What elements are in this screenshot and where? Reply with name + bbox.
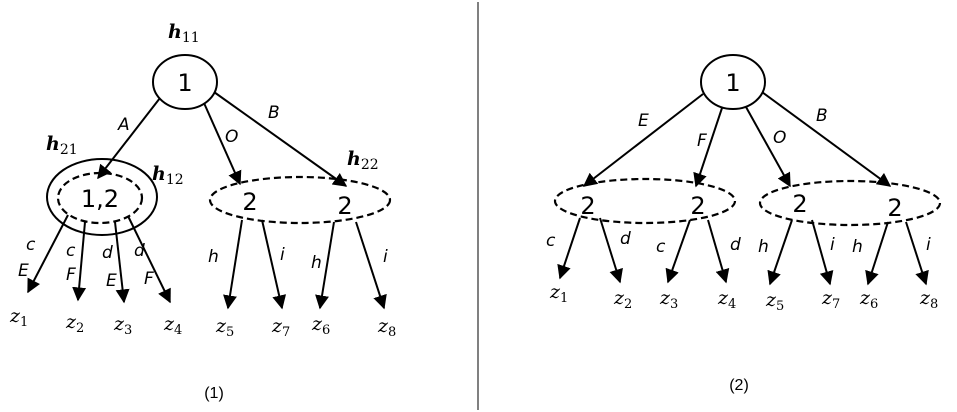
left-edge-label-d2: d <box>134 241 145 261</box>
right-edge-label-d2: d <box>730 235 741 255</box>
right-leaf-z5: z5 <box>765 289 784 314</box>
right-edge-O <box>745 106 791 188</box>
right-leaf-z3: z3 <box>659 287 678 312</box>
left-root-node <box>152 54 218 110</box>
left-edge-i1 <box>261 219 287 310</box>
right-edge-c2 <box>665 219 691 284</box>
left-edge-dF <box>127 215 171 304</box>
right-root-node <box>700 54 766 110</box>
left-edge-label-F1: F <box>66 265 76 285</box>
left-info-label-h22: h22 <box>347 148 379 173</box>
right-caption: (2) <box>729 377 749 394</box>
left-edge-label-h2: h <box>311 253 322 273</box>
left-edge-label-B: B <box>268 103 280 123</box>
left-edge-label-E2: E <box>106 271 117 291</box>
left-leaf-z8: z8 <box>377 315 396 340</box>
right-edge-label-B: B <box>816 106 828 126</box>
right-edge-label-F: F <box>697 131 707 151</box>
right-edge-c1 <box>557 217 581 280</box>
right-node-1-label: 2 <box>580 192 595 220</box>
left-leaf-z1: z1 <box>9 305 28 330</box>
left-info-set-h21 <box>46 158 158 236</box>
left-leaf-z3: z3 <box>113 313 132 338</box>
left-edge-dE <box>114 221 130 304</box>
right-leaf-z7: z7 <box>821 287 840 312</box>
right-leaf-z2: z2 <box>613 287 632 312</box>
right-node-2-label: 2 <box>690 192 705 220</box>
left-edge-label-h1: h <box>208 247 219 267</box>
left-leaf-z2: z2 <box>65 311 84 336</box>
right-edge-label-h2: h <box>852 237 863 257</box>
right-edge-i2 <box>905 221 929 286</box>
left-edge-h1 <box>223 219 243 310</box>
left-edge-B <box>213 91 348 187</box>
right-edge-h2 <box>865 221 889 286</box>
right-edge-i1 <box>811 219 834 286</box>
left-leaf-z7: z7 <box>271 315 290 340</box>
left-edge-label-O: O <box>225 127 238 147</box>
left-inner-node-label: 1,2 <box>81 185 119 213</box>
right-info-set-left <box>553 177 737 225</box>
right-leaf-z1: z1 <box>549 281 568 306</box>
left-edge-O <box>203 102 242 186</box>
right-leaf-z6: z6 <box>859 287 878 312</box>
left-edge-label-c2: c <box>66 241 76 261</box>
left-leaf-z5: z5 <box>215 315 234 340</box>
left-caption: (1) <box>204 385 224 402</box>
left-right-node-a-label: 2 <box>242 188 257 216</box>
left-edge-label-c1: c <box>26 235 36 255</box>
right-edge-label-d1: d <box>620 229 631 249</box>
right-edge-d1 <box>599 217 623 284</box>
left-edge-i2 <box>355 221 387 310</box>
left-edge-label-d1: d <box>102 243 113 263</box>
left-info-set-h22 <box>208 175 392 225</box>
left-info-label-h11: h11 <box>168 21 200 46</box>
right-info-set-right <box>758 179 942 227</box>
right-edge-B <box>761 91 892 187</box>
right-edge-label-h1: h <box>758 237 769 257</box>
right-node-3-label: 2 <box>792 190 807 218</box>
left-edge-label-E1: E <box>18 261 29 281</box>
right-edge-d2 <box>707 219 730 284</box>
right-edge-F <box>693 107 723 188</box>
right-edge-label-i1: i <box>830 235 835 255</box>
right-edge-h1 <box>767 219 793 286</box>
left-info-label-h12: h12 <box>152 163 184 188</box>
right-node-4-label: 2 <box>887 194 902 222</box>
right-edge-label-E: E <box>638 111 649 131</box>
left-edge-label-A: A <box>117 115 130 135</box>
right-edge-label-c2: c <box>656 237 666 257</box>
right-edge-label-i2: i <box>926 235 931 255</box>
left-leaf-z6: z6 <box>311 313 330 338</box>
right-leaf-z8: z8 <box>919 287 938 312</box>
right-root-node-label: 1 <box>725 69 740 97</box>
left-edge-cF <box>72 221 87 302</box>
right-tree: 1 2 2 2 2 E F O B c d c d h i h i z1 <box>546 54 942 394</box>
right-edge-E <box>582 93 704 187</box>
left-root-node-label: 1 <box>177 69 192 97</box>
left-leaf-z4: z4 <box>163 313 182 338</box>
right-edge-label-c1: c <box>546 231 556 251</box>
left-info-label-h21: h21 <box>46 133 78 158</box>
left-edge-label-i2: i <box>383 247 388 267</box>
left-edge-label-i1: i <box>280 245 285 265</box>
left-tree: 1 1,2 2 2 h11 h21 h12 h22 A O B c E c F … <box>9 21 396 402</box>
right-leaf-z4: z4 <box>717 287 736 312</box>
left-edge-label-F2: F <box>144 269 154 289</box>
left-edge-A <box>97 97 161 180</box>
left-edge-h2 <box>315 221 335 310</box>
right-edge-label-O: O <box>773 128 786 148</box>
left-right-node-b-label: 2 <box>337 192 352 220</box>
left-edge-cE <box>27 214 69 294</box>
